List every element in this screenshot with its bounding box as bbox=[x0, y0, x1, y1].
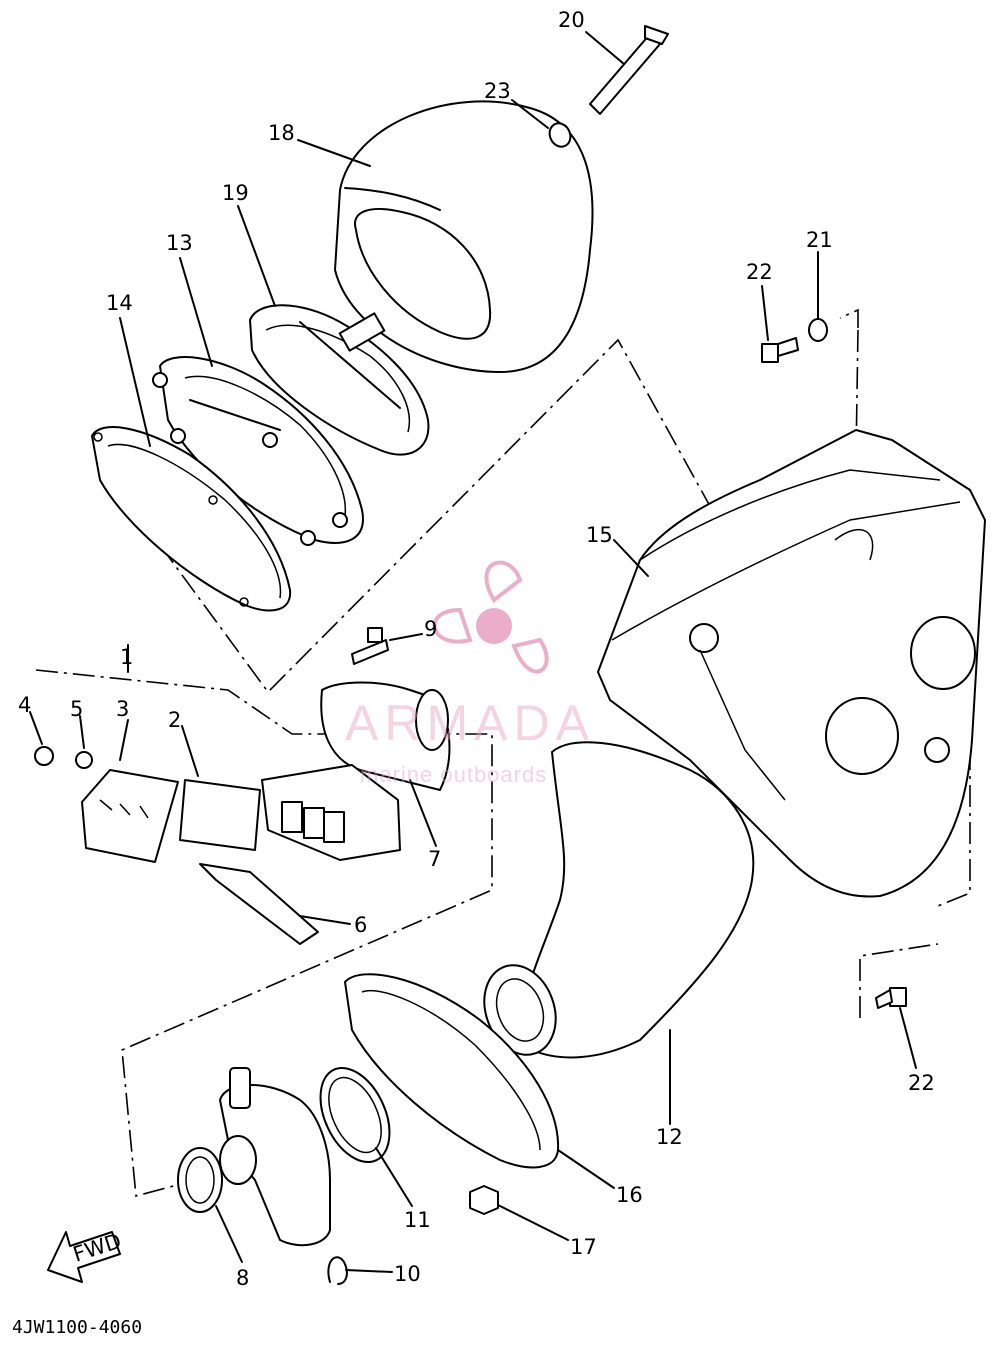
callout-22-top: 22 bbox=[746, 260, 773, 284]
washer-5 bbox=[75, 751, 93, 769]
filter-gasket bbox=[91, 426, 292, 612]
callout-9: 9 bbox=[424, 617, 437, 641]
callout-12: 12 bbox=[656, 1125, 683, 1149]
bolt-22-bottom bbox=[875, 987, 907, 1009]
watermark-brand: ARMADA bbox=[345, 695, 595, 751]
watermark-tagline: marine outboards bbox=[360, 762, 547, 787]
callout-8: 8 bbox=[236, 1266, 249, 1290]
hose-clamp-small bbox=[177, 1147, 223, 1213]
callout-18: 18 bbox=[268, 121, 295, 145]
callout-11: 11 bbox=[404, 1208, 431, 1232]
air-filter-case bbox=[597, 429, 986, 898]
callout-20: 20 bbox=[558, 8, 585, 32]
propeller-logo bbox=[432, 560, 549, 674]
callout-5: 5 bbox=[70, 697, 83, 721]
callout-13: 13 bbox=[166, 231, 193, 255]
bolt-22-top bbox=[761, 337, 799, 363]
assembly-lines bbox=[35, 308, 971, 1198]
callout-3: 3 bbox=[116, 697, 129, 721]
leader-lines bbox=[29, 31, 917, 1273]
bolt-9 bbox=[351, 627, 389, 665]
callout-4: 4 bbox=[18, 693, 31, 717]
reed-valve-assembly bbox=[81, 764, 401, 945]
nut bbox=[469, 1185, 499, 1215]
callout-labels: 20 23 18 19 13 14 21 22 15 9 1 2 3 4 5 6… bbox=[18, 8, 935, 1290]
filter-guide bbox=[249, 304, 430, 456]
callout-1: 1 bbox=[120, 645, 133, 669]
callout-6: 6 bbox=[354, 913, 367, 937]
callout-15: 15 bbox=[586, 523, 613, 547]
filter-cage-plate bbox=[152, 356, 364, 546]
callout-2: 2 bbox=[168, 708, 181, 732]
wire-clip bbox=[327, 1256, 348, 1285]
callout-19: 19 bbox=[222, 181, 249, 205]
washer-23 bbox=[548, 122, 572, 148]
callout-23: 23 bbox=[484, 79, 511, 103]
callout-16: 16 bbox=[616, 1183, 643, 1207]
intake-manifold bbox=[320, 681, 451, 791]
intake-duct bbox=[483, 741, 755, 1059]
callout-7: 7 bbox=[428, 847, 441, 871]
diagram-code: 4JW1100-4060 bbox=[12, 1317, 142, 1338]
screw-20 bbox=[589, 25, 669, 115]
hose-clamp-large bbox=[319, 1066, 391, 1164]
callout-22-bottom: 22 bbox=[908, 1071, 935, 1095]
callout-10: 10 bbox=[394, 1262, 421, 1286]
forward-arrow: FWD bbox=[47, 1229, 124, 1283]
callout-17: 17 bbox=[570, 1235, 597, 1259]
carburetor bbox=[219, 1067, 331, 1247]
watermark: ARMADA marine outboards bbox=[345, 560, 595, 787]
callout-21: 21 bbox=[806, 228, 833, 252]
screw-4 bbox=[34, 746, 54, 766]
air-filter-element bbox=[334, 100, 594, 373]
callout-14: 14 bbox=[106, 291, 133, 315]
washer-21 bbox=[808, 318, 828, 342]
